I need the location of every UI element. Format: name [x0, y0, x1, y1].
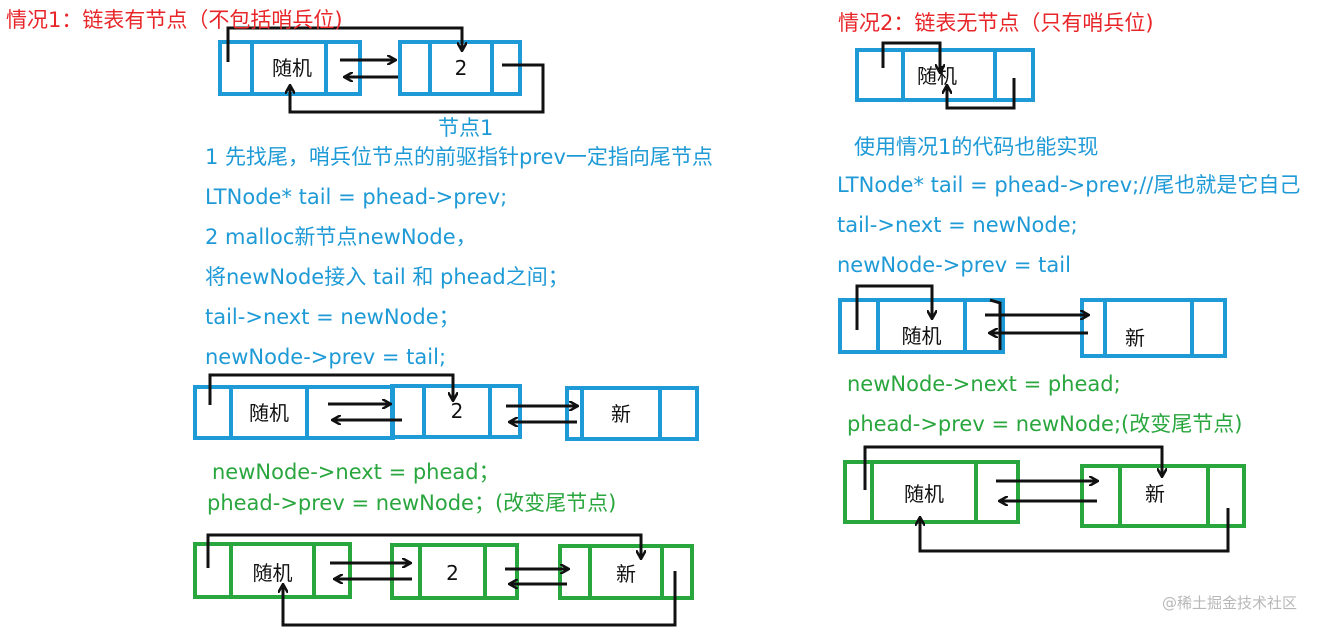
node-label-sentinel: 随机 — [249, 401, 289, 425]
left-green-step-1: newNode->next = phead； — [212, 460, 500, 484]
right-diagram-1 — [855, 48, 1035, 102]
right-diagram-2-pointers — [855, 284, 1088, 350]
node-label-2: 2 — [446, 561, 459, 585]
node-2-box-3 — [390, 543, 519, 600]
left-step-3: 2 malloc新节点newNode， — [205, 225, 477, 249]
node-label-sentinel: 随机 — [272, 56, 312, 80]
left-step-5: tail->next = newNode； — [205, 305, 460, 329]
node-label-sentinel: 随机 — [917, 64, 957, 88]
right-green-step-1: newNode->next = phead; — [847, 372, 1121, 396]
left-green-step-2: phead->prev = newNode；(改变尾节点) — [207, 491, 617, 515]
node-label-2: 2 — [454, 56, 468, 80]
left-step-1: 1 先找尾，哨兵位节点的前驱指针prev一定指向尾节点 — [205, 145, 713, 169]
new-node-box-3 — [1080, 298, 1227, 358]
left-step-2: LTNode* tail = phead->prev; — [205, 185, 508, 209]
right-step-1: 使用情况1的代码也能实现 — [854, 135, 1099, 159]
node-label-new: 新 — [616, 562, 636, 586]
left-step-4: 将newNode接入 tail 和 phead之间； — [205, 265, 569, 289]
right-step-2: LTNode* tail = phead->prev;//尾也就是它自己 — [837, 173, 1301, 197]
node-label-new: 新 — [1125, 326, 1145, 350]
left-diagram-1-pointers — [226, 26, 545, 114]
node-2-box-2 — [390, 384, 522, 439]
node-label-new: 新 — [1145, 482, 1165, 506]
node1-caption: 节点1 — [438, 116, 494, 140]
sentinel-node-3 — [193, 542, 352, 599]
watermark: @稀土掘金技术社区 — [1162, 594, 1298, 612]
node-label-sentinel: 随机 — [904, 482, 944, 506]
node-label-sentinel: 随机 — [901, 324, 942, 348]
right-step-4: newNode->prev = tail — [837, 253, 1071, 277]
right-heading: 情况2：链表无节点（只有哨兵位) — [838, 11, 1154, 35]
sentinel-node-4 — [855, 48, 1035, 102]
right-step-3: tail->next = newNode; — [837, 213, 1078, 237]
left-diagram-2-pointers — [208, 373, 577, 422]
left-diagram-3-pointers — [206, 533, 677, 627]
right-green-step-2: phead->prev = newNode;(改变尾节点) — [847, 412, 1243, 436]
left-diagram-2 — [193, 384, 699, 441]
right-diagram-1-pointers — [881, 41, 1016, 110]
new-node-box-1 — [565, 386, 699, 441]
right-diagram-2 — [838, 298, 1227, 358]
sentinel-node-6 — [843, 460, 1020, 524]
left-heading: 情况1：链表有节点（不包括哨兵位) — [6, 8, 343, 32]
left-step-6: newNode->prev = tail; — [205, 345, 447, 369]
node-label-new: 新 — [611, 402, 631, 426]
right-diagram-3-pointers — [863, 445, 1230, 553]
sentinel-node-5 — [838, 298, 1005, 354]
node-label-2: 2 — [450, 399, 464, 423]
node-label-sentinel: 随机 — [252, 561, 293, 585]
